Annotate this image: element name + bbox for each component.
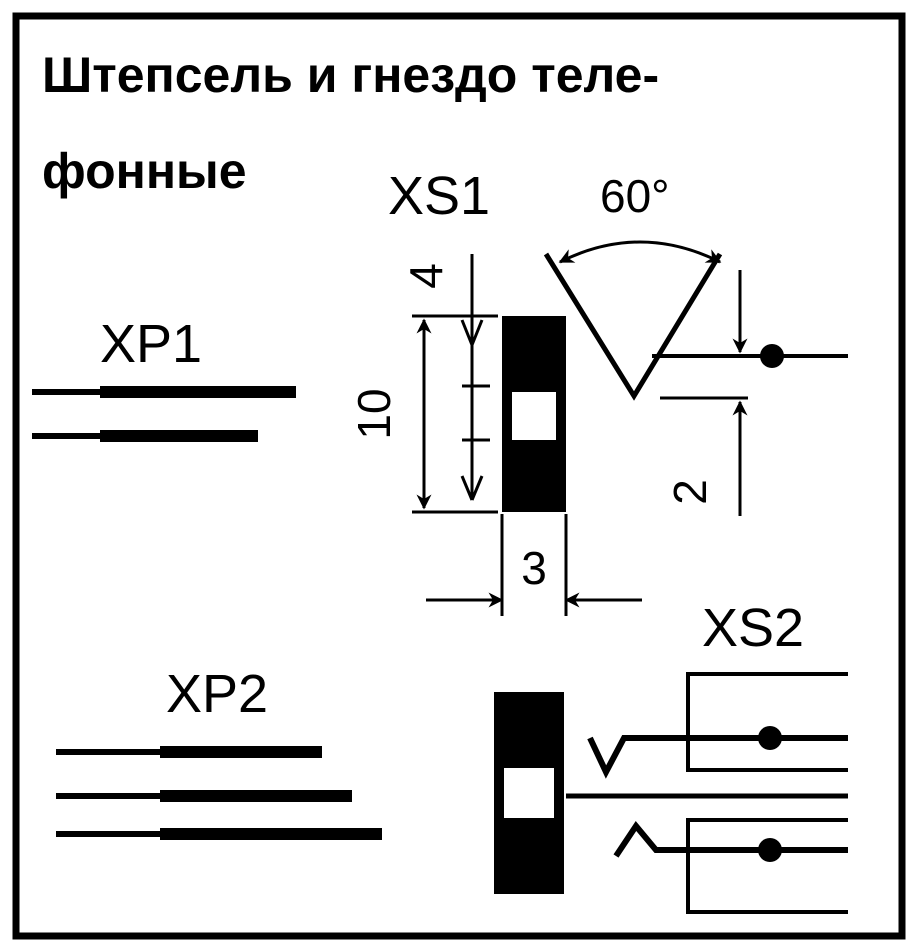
xp2-label: XP2 — [166, 664, 268, 724]
dimension-angle: 60° — [600, 170, 670, 222]
title-line-2: фонные — [42, 143, 247, 199]
xs2-label: XS2 — [702, 598, 804, 658]
dimension-10: 10 — [348, 388, 400, 439]
xs2-socket-symbol: XS2 — [494, 598, 848, 914]
xp1-plug-symbol: XP1 — [32, 314, 296, 442]
xp2-plug-symbol: XP2 — [56, 664, 382, 840]
xs1-label: XS1 — [388, 166, 490, 226]
outer-frame — [12, 12, 906, 940]
xs1-socket-symbol: XS1 4 10 3 60° 2 — [348, 166, 848, 616]
title-line-1: Штепсель и гнездо теле- — [42, 47, 659, 103]
dimension-2: 2 — [664, 479, 716, 505]
xp1-label: XP1 — [100, 314, 202, 374]
dimension-3: 3 — [521, 542, 547, 594]
dimension-4: 4 — [400, 263, 452, 289]
